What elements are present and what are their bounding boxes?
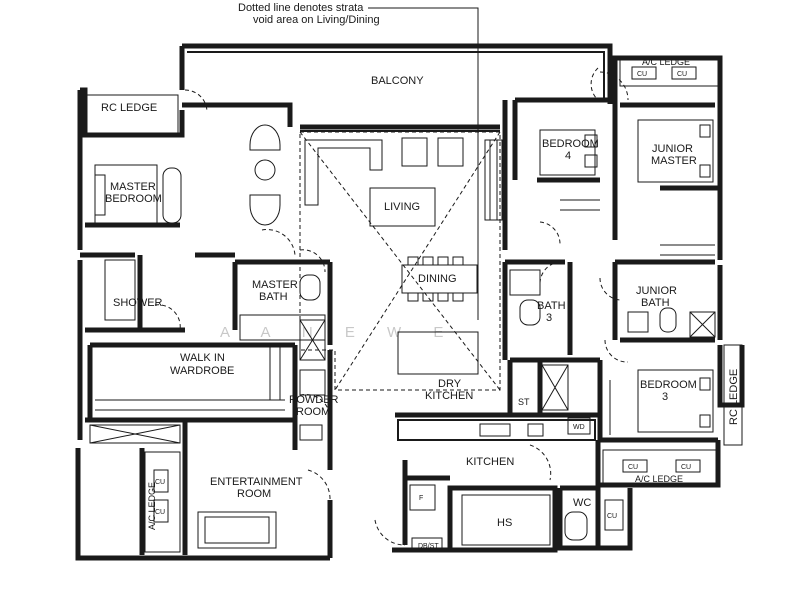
door-swings	[154, 67, 629, 546]
master-bed	[94, 164, 182, 226]
label-junior-master-2: MASTER	[651, 155, 697, 167]
wardrobe-rails	[95, 199, 715, 435]
bedroom3-bed	[637, 369, 714, 433]
bath-fixtures	[104, 259, 677, 541]
label-kitchen: KITCHEN	[466, 456, 514, 468]
master-bedroom-chairs	[249, 124, 281, 226]
label-rc-ledge-top: RC LEDGE	[101, 102, 157, 114]
master-balcony-wall	[182, 102, 293, 127]
label-junior-master-1: JUNIOR	[652, 143, 693, 155]
label-entertainment-2: ROOM	[237, 488, 271, 500]
label-powder-2: ROOM	[296, 406, 330, 418]
ac-ledge-top-right-box	[619, 55, 719, 87]
label-dbst: DB/ST	[418, 543, 439, 550]
cu-units: CU CU CU CU CU CU CU	[153, 66, 701, 531]
label-wd: WD	[573, 424, 585, 431]
label-f: F	[419, 495, 423, 502]
label-master-bath-2: BATH	[259, 291, 288, 303]
ac-ledge-left-box	[144, 451, 181, 553]
label-bath3-2: 3	[546, 312, 552, 324]
label-ac-ledge-left: A/C LEDGE	[147, 482, 157, 530]
cu-label: CU	[155, 479, 165, 486]
service-shafts	[89, 311, 716, 444]
label-junior-bath-2: BATH	[641, 297, 670, 309]
kitchen-counter-details	[409, 417, 591, 511]
outer-walls	[75, 43, 745, 561]
cu-label: CU	[637, 71, 647, 78]
label-bedroom4-1: BEDROOM	[542, 138, 599, 150]
rc-ledge-top-box	[85, 94, 179, 134]
label-master-bedroom-2: BEDROOM	[105, 193, 162, 205]
label-junior-bath-1: JUNIOR	[636, 285, 677, 297]
label-rc-ledge-right: RC LEDGE	[728, 369, 740, 425]
cu-label: CU	[628, 464, 638, 471]
label-powder-1: POWDER	[289, 394, 339, 406]
label-dry-kitchen-1: DRY	[438, 378, 462, 390]
cu-label: CU	[607, 513, 617, 520]
label-bedroom3-1: BEDROOM	[640, 379, 697, 391]
cu-label: CU	[155, 509, 165, 516]
label-bedroom4-2: 4	[565, 150, 571, 162]
label-dry-kitchen-2: KITCHEN	[425, 390, 473, 402]
kitchen-counter	[397, 419, 596, 441]
label-dining: DINING	[418, 273, 457, 285]
note-line-1: Dotted line denotes strata	[238, 2, 364, 14]
dining-table	[397, 256, 479, 375]
cu-label: CU	[681, 464, 691, 471]
label-walk-in-2: WARDROBE	[170, 365, 234, 377]
ac-ledge-bottom-right-box	[602, 449, 719, 486]
bedroom4-bed	[489, 129, 598, 221]
label-living: LIVING	[384, 201, 420, 213]
label-master-bedroom-1: MASTER	[110, 181, 156, 193]
cu-label: CU	[677, 71, 687, 78]
entertainment-sofa	[197, 511, 277, 549]
hs-box	[461, 494, 551, 546]
label-balcony: BALCONY	[371, 75, 424, 87]
label-bath3-1: BATH	[537, 300, 566, 312]
label-entertainment-1: ENTERTAINMENT	[210, 476, 303, 488]
note-leader-line	[368, 7, 479, 320]
dbst-box	[411, 537, 443, 551]
label-master-bath-1: MASTER	[252, 279, 298, 291]
strata-void	[299, 131, 501, 391]
label-ac-ledge-bottom-right: A/C LEDGE	[635, 474, 683, 484]
label-wc: WC	[573, 497, 591, 509]
label-bedroom3-2: 3	[662, 391, 668, 403]
label-st: ST	[518, 397, 530, 407]
label-hs: HS	[497, 517, 512, 529]
label-ac-ledge-top-right: A/C LEDGE	[642, 57, 690, 67]
label-walk-in-1: WALK IN	[180, 352, 225, 364]
label-shower: SHOWER	[113, 297, 163, 309]
note-line-2: void area on Living/Dining	[253, 14, 380, 26]
watermark: A A N E W E	[220, 324, 457, 341]
junior-master-bed	[637, 119, 714, 183]
rc-ledge-right-box	[723, 344, 743, 446]
